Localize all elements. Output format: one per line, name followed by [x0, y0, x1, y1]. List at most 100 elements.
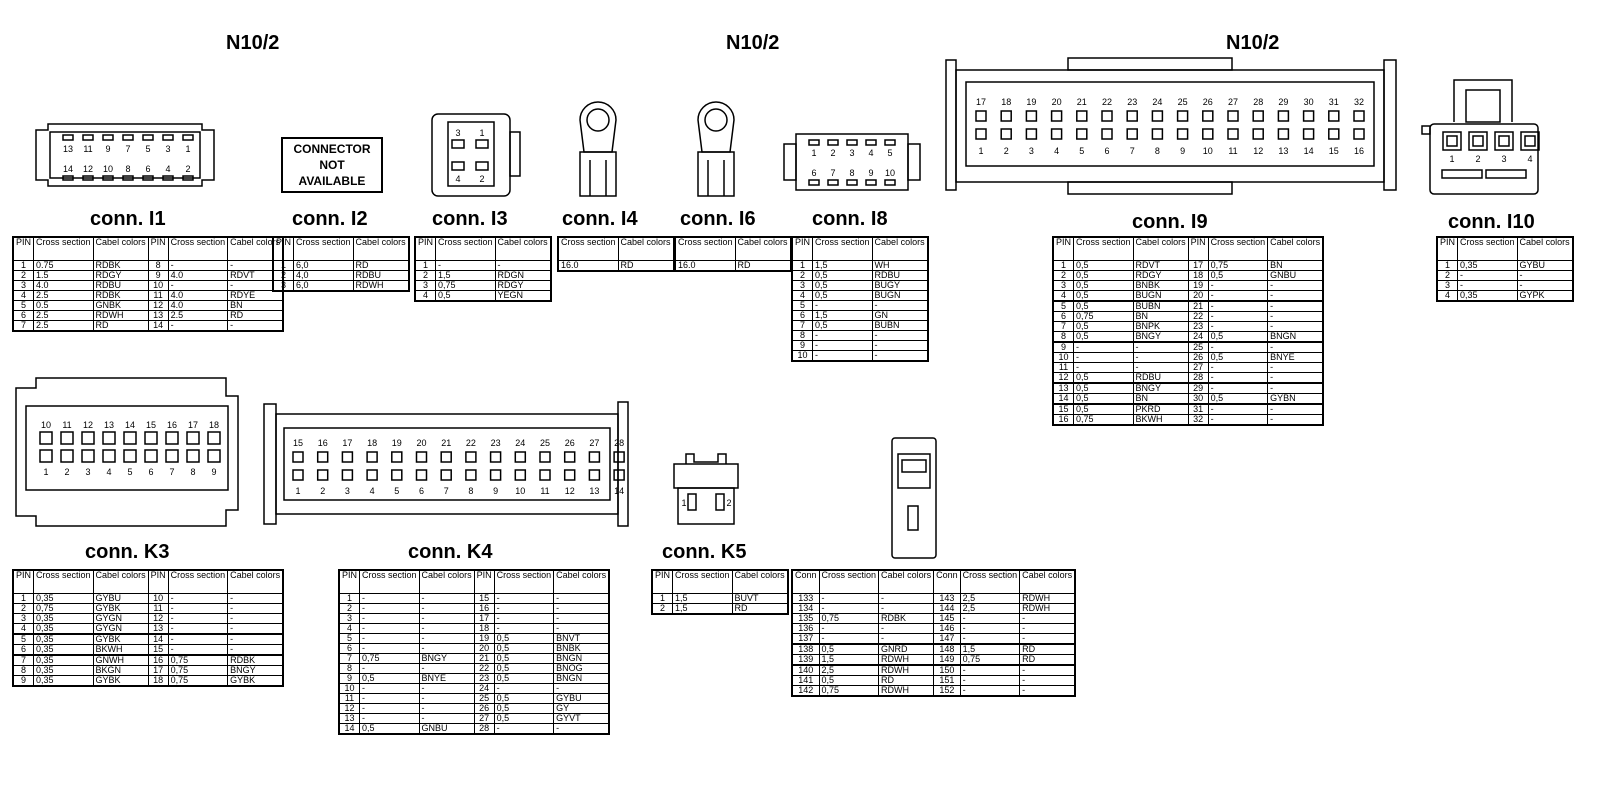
table-cell: 22	[1187, 311, 1209, 322]
column-header: Cross section	[812, 236, 873, 261]
table-cell: 16	[473, 603, 495, 614]
table-cell: 0,75	[1207, 260, 1269, 271]
table-cell: BUGN	[1132, 290, 1189, 302]
table-cell: -	[812, 340, 873, 351]
pin-number-label: 20	[1052, 97, 1062, 107]
table-cell: 18	[473, 623, 495, 634]
pin-number-label: 14	[1304, 146, 1314, 156]
table-cell: BNVT	[553, 633, 610, 644]
table-cell: 2	[651, 603, 674, 615]
table-cell: -	[227, 644, 284, 656]
pin-number-label: 8	[849, 168, 854, 178]
table-cell: -	[1267, 362, 1324, 373]
bottom-latch	[1067, 181, 1233, 195]
conn-k5-title: conn. K5	[662, 541, 747, 563]
table-cell: GYBK	[227, 675, 284, 687]
table-cell: BUGN	[871, 290, 929, 301]
pin-cavity	[1126, 110, 1138, 122]
pin-cavity	[808, 139, 820, 146]
table-cell: -	[418, 643, 475, 654]
conn-i4-title: conn. I4	[562, 208, 638, 230]
side-tab	[1421, 125, 1431, 135]
table-cell: 16	[147, 654, 169, 666]
conn-i6-title: conn. I6	[680, 208, 756, 230]
table-cell: 0,5	[812, 290, 873, 301]
pin-cavity	[292, 451, 304, 463]
table-cell: 17	[147, 665, 169, 676]
table-cell: 140	[791, 664, 820, 676]
pin-cavity	[563, 469, 576, 481]
table-cell: GNBK	[92, 300, 149, 311]
left-rail	[263, 403, 277, 525]
table-cell: -	[1267, 403, 1324, 415]
ring-hole	[586, 108, 610, 132]
table-cell: 6,0	[293, 280, 354, 292]
table-cell: 146	[933, 623, 961, 634]
pin-number-label: 4	[868, 148, 873, 158]
table-cell: 6	[791, 310, 814, 321]
pin-number-label: 32	[1354, 97, 1364, 107]
table-cell: GYGN	[92, 623, 149, 635]
pin-cavity	[162, 175, 174, 181]
conn-i2-title: conn. I2	[292, 208, 368, 230]
table-cell: RDGY	[1132, 270, 1189, 281]
pin-cavity	[182, 134, 194, 141]
pin-number-label: 27	[1228, 97, 1238, 107]
pin-number-label: 24	[1152, 97, 1162, 107]
connector-housing	[955, 69, 1385, 183]
table-cell: GYBU	[553, 693, 610, 704]
column-header: Cabel colors	[92, 236, 149, 261]
table-cell: -	[1267, 311, 1324, 322]
ring-terminal	[697, 101, 735, 153]
table-cell: WH	[871, 260, 929, 271]
connector-i6-drawing	[697, 101, 735, 197]
column-header: PIN	[651, 569, 674, 594]
latch-arm	[685, 453, 727, 464]
pin-cavity	[1252, 128, 1264, 140]
pin-number-label: 3	[165, 144, 170, 154]
table-cell: RD	[1019, 654, 1076, 666]
pin-number-label: 22	[1102, 97, 1112, 107]
table-cell: 0,5	[1207, 352, 1269, 363]
connector-unnamed-drawing	[891, 437, 937, 559]
bottom-slot	[1441, 169, 1483, 179]
table-cell: 0,5	[1073, 382, 1134, 394]
table-cell: 0,35	[33, 593, 94, 604]
table-cell: BNOG	[553, 663, 610, 674]
table-cell: RD	[227, 310, 284, 321]
pin-number-label: 6	[145, 164, 150, 174]
table-cell: 12	[338, 703, 361, 714]
connector-housing	[431, 113, 511, 197]
table-cell: 15	[473, 593, 495, 604]
table-cell: RDWH	[352, 280, 410, 292]
column-header: Cabel colors	[92, 569, 149, 594]
pin-cavity	[60, 449, 74, 463]
table-cell: 0,5	[812, 320, 873, 331]
table-cell: 0,75	[1073, 311, 1134, 322]
table-cell: 12	[1052, 372, 1075, 384]
table-row: 3--	[1436, 280, 1574, 291]
table-cell: 144	[933, 603, 961, 614]
pin-cavity	[391, 451, 403, 463]
table-cell: 13	[1052, 382, 1075, 394]
table-cell: 0,5	[1207, 393, 1269, 405]
table-cell: 25	[473, 693, 495, 704]
table-cell: 23	[1187, 321, 1209, 332]
pin-cavity	[514, 469, 527, 481]
pin-contact	[1472, 135, 1484, 147]
table-cell: 5	[338, 633, 361, 644]
table-cell: 17	[473, 613, 495, 624]
